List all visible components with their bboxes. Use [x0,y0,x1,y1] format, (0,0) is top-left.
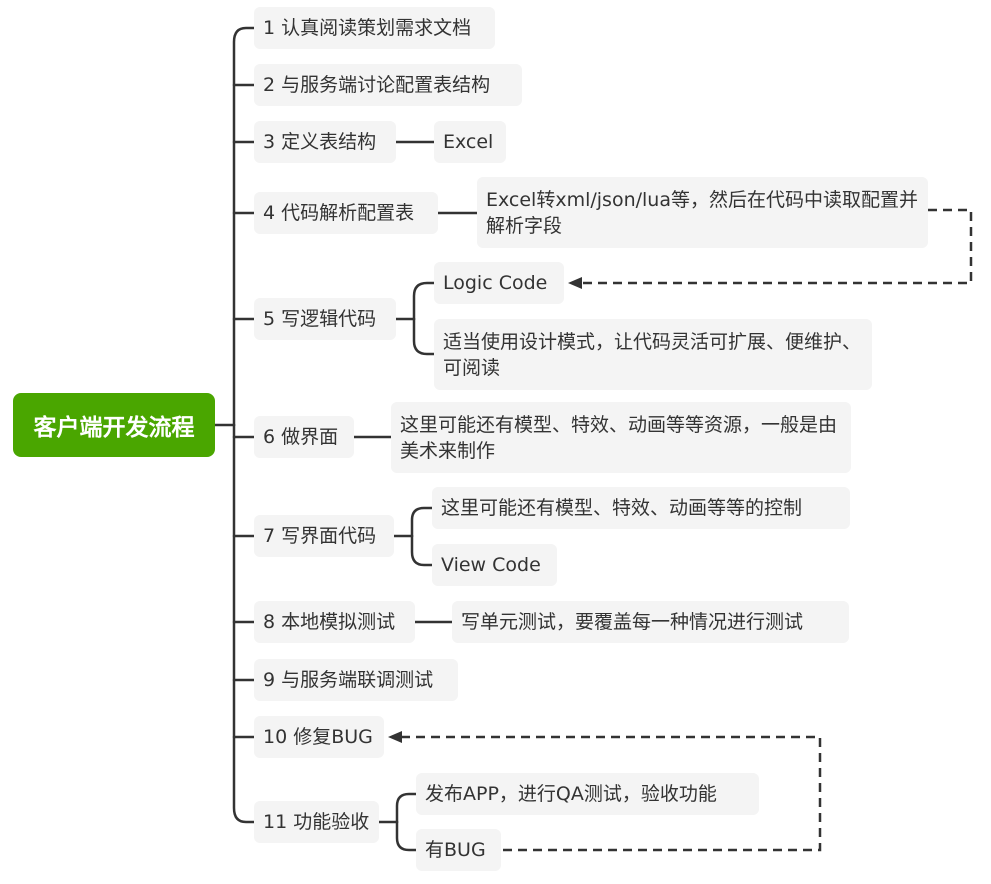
step-11-has-bug[interactable]: 有BUG [416,829,501,871]
trunk-top [232,26,256,427]
step-8-detail[interactable]: 写单元测试，要覆盖每一种情况进行测试 [452,601,849,643]
step-4[interactable]: 4 代码解析配置表 [254,192,438,234]
step-8[interactable]: 8 本地模拟测试 [254,601,415,643]
step-11-release[interactable]: 发布APP，进行QA测试，验收功能 [416,773,759,815]
step-4-detail[interactable]: Excel转xml/json/lua等，然后在代码中读取配置并解析字段 [477,177,928,248]
dashed-arrow-bug-to-fix [402,735,822,852]
arrowhead-fix [388,731,402,743]
step-6-detail[interactable]: 这里可能还有模型、特效、动画等等资源，一般是由美术来制作 [391,402,851,473]
step-7[interactable]: 7 写界面代码 [254,515,394,557]
step-5[interactable]: 5 写逻辑代码 [254,298,396,340]
dashed-arrow-config-to-logic [582,208,973,285]
step-6[interactable]: 6 做界面 [254,416,354,458]
step-1[interactable]: 1 认真阅读策划需求文档 [254,7,495,49]
arrowhead-logic [568,277,582,289]
step-3-excel[interactable]: Excel [434,121,506,163]
step-10[interactable]: 10 修复BUG [254,716,384,758]
step-2[interactable]: 2 与服务端讨论配置表结构 [254,64,522,106]
step-3[interactable]: 3 定义表结构 [254,121,396,163]
step-9[interactable]: 9 与服务端联调测试 [254,659,458,701]
root-topic[interactable]: 客户端开发流程 [13,393,215,457]
step-7-view-code[interactable]: View Code [432,544,557,586]
step-7-control[interactable]: 这里可能还有模型、特效、动画等等的控制 [432,487,850,529]
step-5-design-pattern[interactable]: 适当使用设计模式，让代码灵活可扩展、便维护、可阅读 [434,319,872,390]
trunk-bottom [232,423,256,824]
step-5-logic-code[interactable]: Logic Code [434,262,564,304]
step-11[interactable]: 11 功能验收 [254,801,379,843]
